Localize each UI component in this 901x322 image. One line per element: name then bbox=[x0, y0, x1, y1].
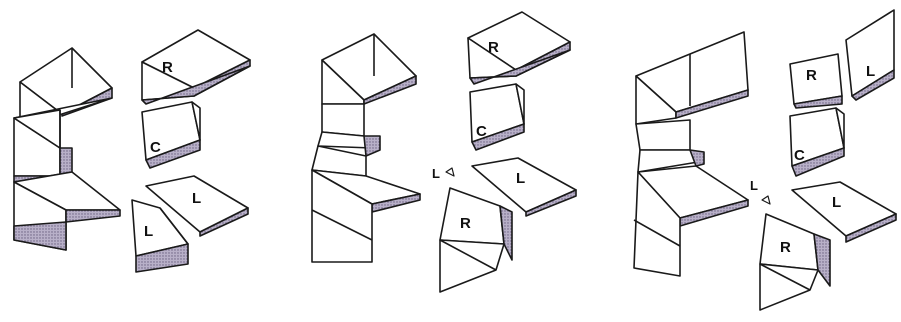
panel-1-c-label: C bbox=[150, 139, 161, 156]
panel-2-left-column bbox=[312, 34, 420, 262]
panel-2-r-label-bottom: R bbox=[460, 215, 471, 232]
panel-3-l-label-top: L bbox=[866, 63, 875, 80]
panel-3-l-label-lower: L bbox=[832, 194, 841, 211]
panel-1-r-label: R bbox=[162, 59, 173, 76]
panel-1: R C L L bbox=[14, 30, 250, 272]
panel-2-l-label: L bbox=[516, 170, 525, 187]
panel-3-c-label: C bbox=[794, 147, 805, 164]
panel-2-c-label: C bbox=[476, 123, 487, 140]
panel-3-r-label-bottom: R bbox=[780, 239, 791, 256]
panel-3-r-label-top: R bbox=[806, 67, 817, 84]
panel-1-left-column bbox=[14, 48, 120, 250]
panel-3-l-block-top: L bbox=[846, 10, 894, 100]
panel-2-r-block: R bbox=[468, 12, 570, 84]
panel-3-c-block: C bbox=[790, 108, 844, 176]
panel-1-c-block: C bbox=[142, 102, 200, 168]
panel-3-r-block: R bbox=[790, 54, 842, 108]
panel-1-r-block: R bbox=[142, 30, 250, 104]
panel-2-c-block: C bbox=[470, 84, 524, 150]
panel-3: R L C L L bbox=[634, 10, 896, 310]
panel-3-r-block-bottom: R bbox=[760, 214, 830, 310]
panel-2-r-label-top: R bbox=[488, 39, 499, 56]
panel-2-l-arrow-label: L bbox=[432, 166, 440, 181]
panel-2-l-arrow: L bbox=[432, 166, 454, 181]
panel-2-r-block-bottom: R bbox=[440, 188, 512, 292]
panel-3-l-arrow-label: L bbox=[750, 178, 758, 193]
panel-2: R C L L bbox=[312, 12, 576, 292]
panel-1-l-label-lower: L bbox=[144, 223, 153, 240]
panel-3-l-arrow: L bbox=[750, 178, 770, 204]
panel-1-l-label-upper: L bbox=[192, 190, 201, 207]
panel-3-left-column bbox=[634, 32, 748, 276]
